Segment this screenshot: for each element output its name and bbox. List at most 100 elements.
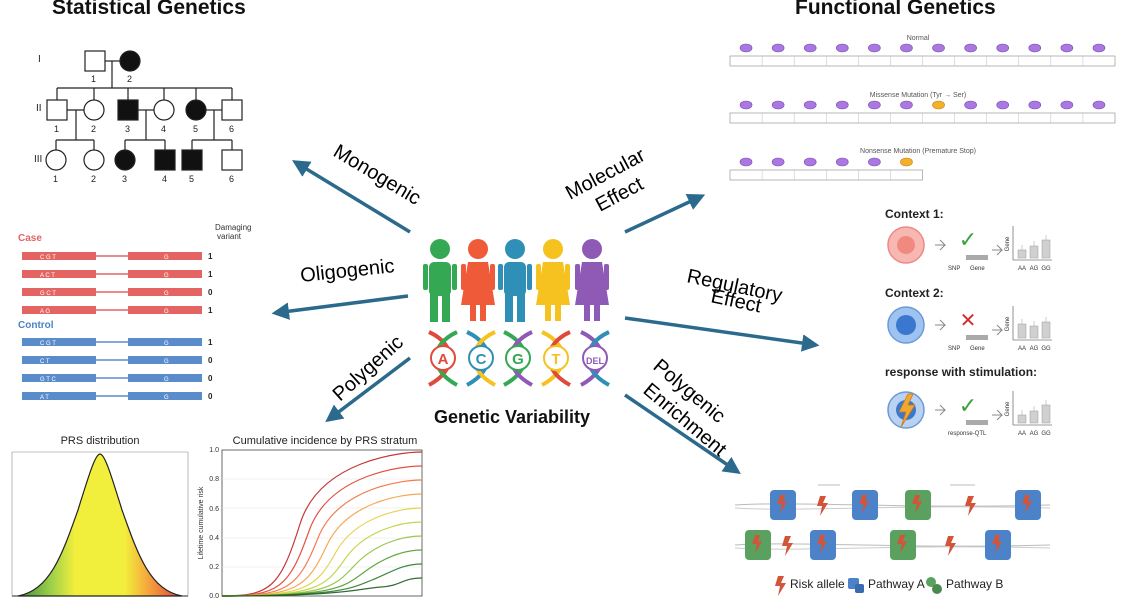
amino-acid <box>996 100 1010 110</box>
amino-acid <box>868 43 881 53</box>
population-figures <box>423 239 609 322</box>
gene-small-label: Gene <box>970 266 985 272</box>
haplotype-segment <box>22 356 96 364</box>
pedigree-male-affected <box>181 149 203 171</box>
allele-text: G C T <box>40 291 56 297</box>
dna-letter: T <box>551 351 560 368</box>
haplotype-segment <box>128 392 202 400</box>
pedigree-number: 2 <box>127 74 132 84</box>
boxplot <box>1017 323 1027 339</box>
gene-axis-label: Gene <box>1005 316 1011 331</box>
haplotype-segment <box>128 252 202 260</box>
amino-acid <box>932 43 945 53</box>
amino-acid <box>835 43 849 53</box>
gene-axis-label: Gene <box>1005 401 1011 416</box>
risk-allele <box>752 535 763 553</box>
amino-acid <box>835 157 849 167</box>
pedigree-number: 4 <box>161 124 166 134</box>
genotype-label: AG <box>1030 346 1039 352</box>
haplotype-segment <box>128 356 202 364</box>
monogenic-label: Monogenic <box>329 140 424 209</box>
genotype-label: GG <box>1041 431 1051 437</box>
generation-label: III <box>34 154 42 165</box>
risk-allele <box>965 496 976 516</box>
haplotype-segment <box>128 288 202 296</box>
pathway-b-legend: Pathway B <box>946 577 1003 591</box>
boxplot <box>1029 325 1039 339</box>
person-figure <box>536 239 570 321</box>
haplotype-segment <box>22 306 96 314</box>
genotype-label: GG <box>1041 266 1051 272</box>
dna-helix: C <box>466 330 496 387</box>
rqtl-label: response-QTL <box>948 431 987 437</box>
haplotype-segment <box>22 252 96 260</box>
case-label: Case <box>18 233 42 244</box>
dna-helix: G <box>503 330 533 387</box>
pedigree-number: 5 <box>193 124 198 134</box>
haplotype-segment <box>22 270 96 278</box>
risk-allele <box>912 495 923 513</box>
haplotype-segment <box>128 306 202 314</box>
arrow-molecular <box>624 194 706 234</box>
dna-letter: G <box>512 351 524 368</box>
haplotype-segment <box>128 338 202 346</box>
allele-text: G <box>164 395 169 401</box>
oligogenic-label: Oligogenic <box>299 255 395 287</box>
dna-letter: A <box>438 351 449 368</box>
amino-acid <box>803 157 817 167</box>
enrichment-panel: Risk allele Pathway A Pathway B <box>734 484 1051 596</box>
amino-acid <box>771 43 785 53</box>
check-icon: ✓ <box>959 393 977 418</box>
pedigree-number: 3 <box>122 174 127 184</box>
pedigree-male <box>221 99 243 121</box>
amino-acid <box>964 43 977 53</box>
nonsense-label: Nonsense Mutation (Premature Stop) <box>860 148 976 155</box>
amino-acid <box>1028 43 1042 53</box>
amino-acid <box>739 100 753 110</box>
amino-acid <box>1092 43 1106 53</box>
arrow-polygenic <box>325 356 412 423</box>
risk-allele-legend: Risk allele <box>790 577 845 591</box>
prs-distribution-chart: PRS distribution <box>11 435 189 597</box>
amino-acid <box>803 43 817 53</box>
pedigree-male-affected <box>117 99 139 121</box>
boxplot <box>1017 414 1027 424</box>
risk-allele <box>777 495 788 513</box>
arrow-oligogenic <box>271 294 409 320</box>
amino-acid <box>900 157 913 167</box>
variant-count: 0 <box>208 374 213 383</box>
variant-count: 0 <box>208 392 213 401</box>
pedigree-male <box>84 50 106 72</box>
statistical-genetics-header: Statistical Genetics <box>52 0 246 19</box>
dna-helix: DEL <box>580 330 610 387</box>
incidence-curve <box>221 493 423 597</box>
amino-acid <box>1060 43 1074 53</box>
amino-acid <box>771 157 785 167</box>
amino-acid <box>996 43 1010 53</box>
dna-letter: C <box>476 351 487 368</box>
allele-text: G <box>164 273 169 279</box>
incidence-curve <box>221 451 423 597</box>
risk-allele <box>1022 495 1033 513</box>
normal-label: Normal <box>907 35 930 42</box>
missense-label: Missense Mutation (Tyr → Ser) <box>870 92 966 99</box>
cross-icon: ✕ <box>960 310 977 332</box>
dna-letter: DEL <box>586 356 605 366</box>
pedigree-number: 1 <box>91 74 96 84</box>
dna-helices: A C G T DEL <box>428 330 610 387</box>
risk-allele <box>782 536 793 556</box>
y-axis-label: Lifetime cumulative risk <box>198 486 205 559</box>
genetic-variability-title: Genetic Variability <box>434 407 590 427</box>
haplotype-segment <box>22 338 96 346</box>
pedigree-female-affected <box>114 149 136 171</box>
allele-text: G <box>164 255 169 261</box>
y-tick: 0.6 <box>209 506 219 513</box>
genotype-label: AG <box>1030 431 1039 437</box>
pedigree-chart: I II III 1 2 1 2 3 4 5 6 <box>34 50 243 184</box>
pedigree-female <box>83 149 105 171</box>
person-figure <box>461 239 495 321</box>
allele-text: G <box>164 377 169 383</box>
incidence-curve <box>221 577 423 597</box>
